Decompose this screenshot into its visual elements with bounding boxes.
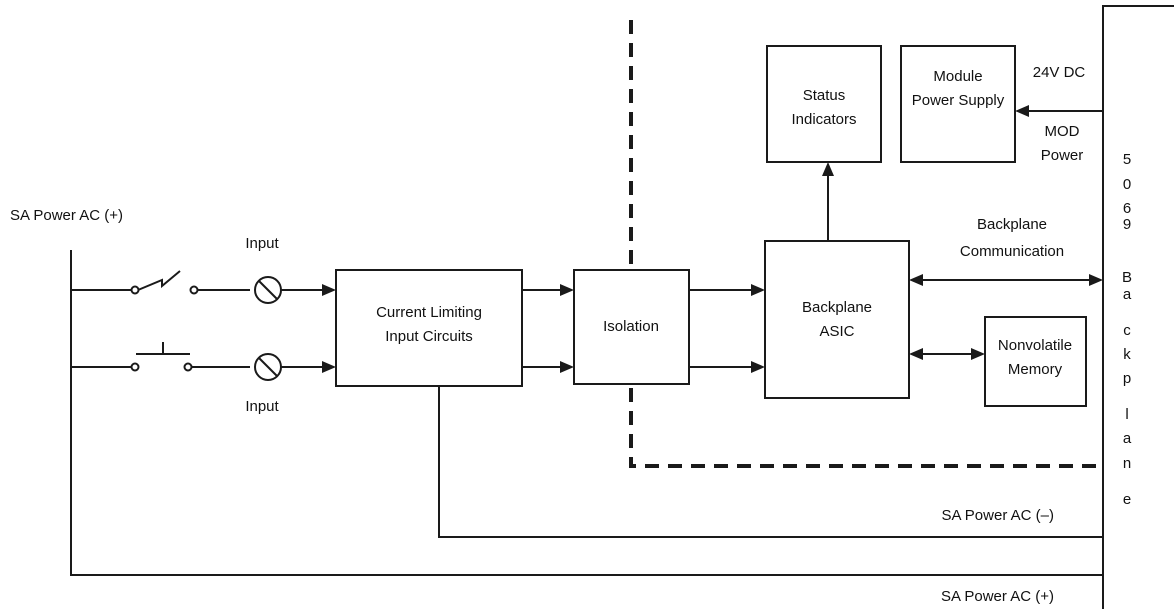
isolation-boundary [629,20,1103,468]
arrowhead [751,284,765,296]
input-label-bottom: Input [245,398,279,415]
backplane-char: B [1122,269,1132,286]
backplane-char: n [1123,455,1131,472]
arrowhead [322,361,336,373]
backplane-asic-label-2: ASIC [819,323,854,340]
dc-24v-label: 24V DC [1033,64,1086,81]
backplane-char: 9 [1123,216,1131,233]
arrowhead [909,348,923,360]
sa-power-minus-label: SA Power AC (–) [941,507,1054,524]
backplane-char: e [1123,491,1131,508]
backplane-char: 6 [1123,200,1131,217]
backplane-char: p [1123,370,1131,387]
backplane-char: 5 [1123,151,1131,168]
sa-power-plus-left-label: SA Power AC (+) [10,207,123,224]
module-power-supply-block [900,45,1016,163]
status-indicators-block [766,45,882,163]
nonvolatile-memory-block [984,316,1087,407]
mod-power-label-2: Power [1041,147,1084,164]
module-power-supply-label-1: Module [933,68,982,85]
arrowhead [751,361,765,373]
normally-open-switch-icon [130,270,199,295]
indicator-lamp-icon [254,276,282,304]
current-limiting-block [335,269,523,387]
arrowhead [1089,274,1103,286]
backplane-char: 0 [1123,176,1131,193]
isolation-block [573,269,690,385]
backplane-char: c [1123,322,1131,339]
backplane-asic-block [764,240,910,399]
status-indicators-label-1: Status [803,87,846,104]
sa-power-plus-bottom-label: SA Power AC (+) [941,588,1054,605]
sa-power-minus-wire [438,386,1103,538]
input-label-top: Input [245,235,279,252]
backplane-char: a [1123,286,1132,303]
backplane-comm-label-1: Backplane [977,216,1047,233]
mod-power-label-1: MOD [1045,123,1080,140]
arrowhead [822,162,834,176]
backplane-char: k [1123,346,1131,363]
module-power-supply-label-2: Power Supply [912,92,1005,109]
current-limiting-label-2: Input Circuits [385,328,473,345]
nonvolatile-memory-label-2: Memory [1008,361,1063,378]
backplane-char: l [1125,406,1128,423]
sa-power-bus [70,250,1103,576]
pushbutton-switch-icon [130,342,193,372]
arrowhead [322,284,336,296]
backplane-asic-label-1: Backplane [802,299,872,316]
isolation-label: Isolation [603,318,659,335]
status-indicators-label-2: Indicators [791,111,856,128]
arrowhead [1015,105,1029,117]
arrowhead [560,361,574,373]
backplane-column-text: 5 0 6 9 B a c k p l a n e [1122,151,1132,508]
arrowhead [560,284,574,296]
indicator-lamp-icon [254,353,282,381]
current-limiting-label-1: Current Limiting [376,304,482,321]
backplane-comm-label-2: Communication [960,243,1064,260]
arrowhead [909,274,923,286]
nonvolatile-memory-label-1: Nonvolatile [998,337,1072,354]
backplane-panel [1102,5,1174,609]
arrowhead [971,348,985,360]
backplane-char: a [1123,430,1132,447]
